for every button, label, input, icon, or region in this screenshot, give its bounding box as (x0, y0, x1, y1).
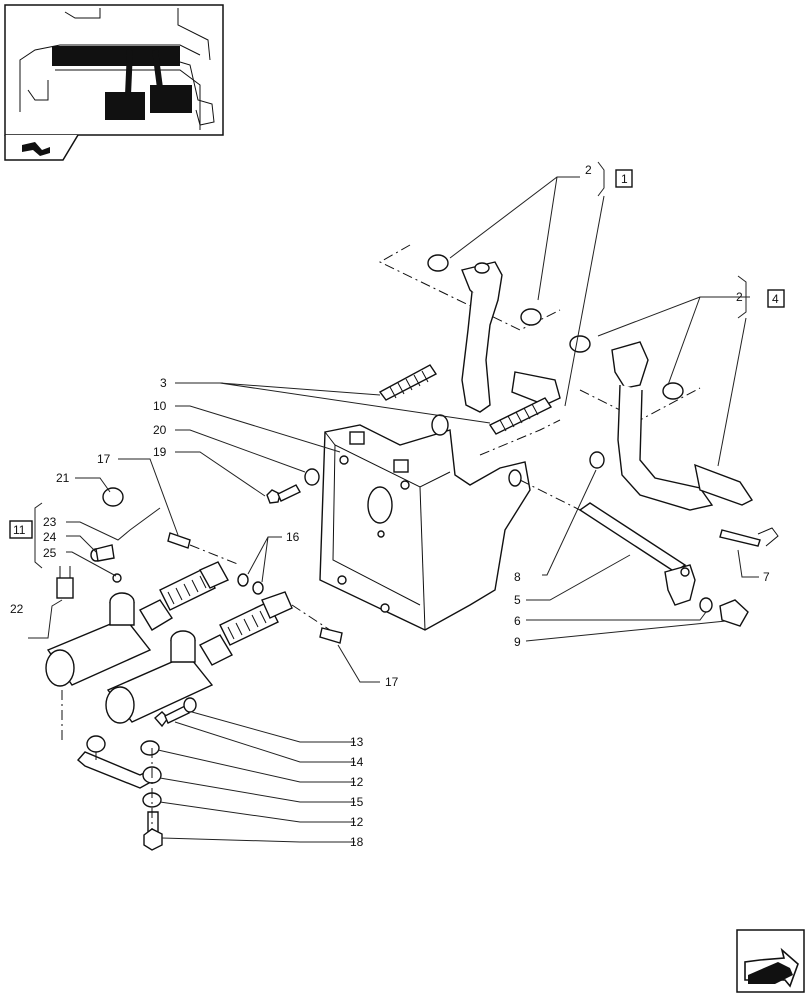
pressure-switch-22 (56, 566, 74, 599)
section-arrow-icon (22, 142, 50, 156)
callout-14[interactable]: 14 (350, 755, 364, 769)
callout-7[interactable]: 7 (763, 570, 770, 584)
callout-4[interactable]: 4 (772, 292, 779, 306)
washer-14 (183, 697, 197, 713)
callout-22[interactable]: 22 (10, 602, 24, 616)
callout-24[interactable]: 24 (43, 530, 57, 544)
section-tab[interactable] (4, 134, 79, 161)
pedal-assembly-1 (378, 244, 561, 413)
clip-16b (252, 581, 264, 595)
washer-20 (304, 468, 320, 486)
bolt-18 (143, 811, 163, 851)
callout-11[interactable]: 11 (13, 523, 26, 537)
washer-12a (140, 740, 160, 756)
callout-17-upper[interactable]: 17 (97, 452, 111, 466)
callout-2b[interactable]: 2 (736, 290, 743, 304)
callout-labels: 2 1 2 4 3 10 20 19 17 21 16 11 23 24 25 … (10, 163, 779, 849)
callout-25[interactable]: 25 (43, 546, 57, 560)
pedal-support-bracket (319, 414, 531, 631)
callout-5[interactable]: 5 (514, 593, 521, 607)
bushing-left (86, 735, 106, 753)
callout-12-lower[interactable]: 12 (350, 815, 364, 829)
callout-18[interactable]: 18 (350, 835, 364, 849)
callout-16[interactable]: 16 (286, 530, 300, 544)
next-page-arrow-icon (744, 947, 799, 988)
callout-10[interactable]: 10 (153, 399, 167, 413)
callout-23[interactable]: 23 (43, 515, 57, 529)
callout-15[interactable]: 15 (350, 795, 364, 809)
pivot-shaft (519, 479, 749, 627)
pedal-assembly-4 (569, 335, 754, 511)
clip-16a (237, 573, 249, 587)
callout-19[interactable]: 19 (153, 445, 167, 459)
location-thumbnail (4, 4, 224, 136)
spring-upper (378, 364, 438, 401)
washer-21 (102, 487, 124, 507)
callout-21[interactable]: 21 (56, 471, 70, 485)
ref-box-1 (615, 169, 633, 188)
callout-12-upper[interactable]: 12 (350, 775, 364, 789)
callout-13[interactable]: 13 (350, 735, 364, 749)
circlip (589, 451, 605, 469)
callout-3[interactable]: 3 (160, 376, 167, 390)
callout-8[interactable]: 8 (514, 570, 521, 584)
next-page-button[interactable] (736, 929, 805, 993)
spring-lower (488, 397, 553, 435)
pin-17-upper (167, 532, 191, 549)
callout-6[interactable]: 6 (514, 614, 521, 628)
ref-box-4 (767, 289, 785, 308)
pedal-pin (719, 527, 779, 547)
master-cylinder-right (105, 591, 293, 724)
callout-1[interactable]: 1 (621, 172, 628, 186)
ref-box-11 (9, 520, 33, 539)
callout-17-lower[interactable]: 17 (385, 675, 399, 689)
callout-9[interactable]: 9 (514, 635, 521, 649)
bolt-13 (154, 705, 190, 728)
bolt-19 (266, 484, 301, 504)
pin-17-lower (319, 627, 343, 644)
leader-lines (28, 161, 759, 843)
fittings-23-25 (90, 544, 122, 583)
callout-20[interactable]: 20 (153, 423, 167, 437)
master-cylinder-left (45, 561, 229, 687)
callout-2a[interactable]: 2 (585, 163, 592, 177)
